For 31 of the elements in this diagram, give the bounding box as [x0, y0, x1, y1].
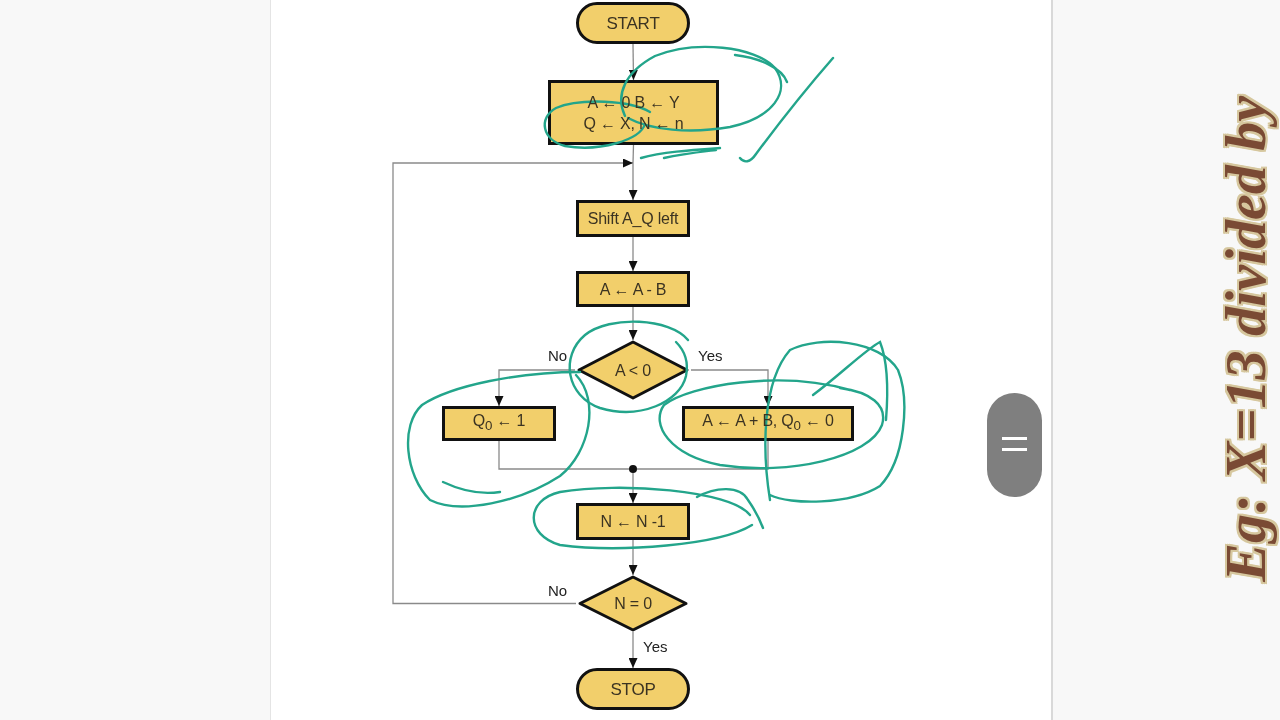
arrow	[392, 158, 634, 605]
arrow	[628, 472, 638, 504]
connector-line	[636, 440, 769, 470]
arrow	[628, 306, 638, 341]
process-box	[576, 200, 690, 237]
connector-line	[498, 440, 630, 470]
process-box	[682, 406, 854, 441]
terminal-box	[576, 2, 690, 44]
connector-line	[632, 144, 635, 164]
arrow	[628, 162, 638, 201]
process-text: N ← N -1	[600, 512, 666, 532]
terminal-box	[576, 668, 690, 710]
arrow	[494, 369, 576, 407]
arrow	[628, 631, 638, 669]
process-text: A ← A - B	[599, 279, 667, 300]
terminal-text: START	[606, 12, 660, 34]
terminal-text: STOP	[610, 678, 656, 700]
arrow	[628, 236, 638, 272]
process-box	[576, 271, 690, 307]
process-text: Shift A_Q left	[587, 209, 679, 229]
junction-dot	[629, 465, 637, 473]
condition-text: N = 0	[614, 594, 652, 614]
process-text: Q$_{0}$ ← 1	[472, 411, 526, 436]
process-box	[576, 503, 690, 540]
condition-text: A < 0	[615, 360, 651, 381]
vertical-caption: Eg: X=13 divided by	[1216, 96, 1276, 582]
process-box	[548, 80, 719, 145]
arrow	[628, 539, 638, 576]
process-box	[442, 406, 556, 441]
decision-diamond	[576, 575, 690, 632]
arrow	[628, 43, 638, 81]
